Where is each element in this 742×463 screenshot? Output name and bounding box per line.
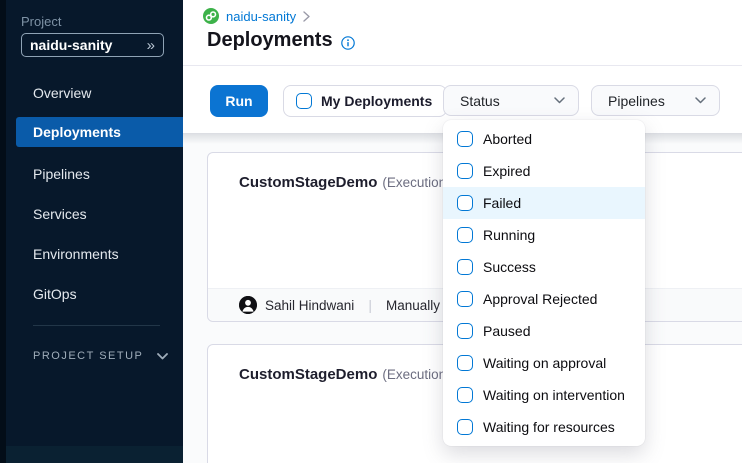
- page-header: naidu-sanity Deployments: [183, 0, 742, 66]
- sidebar-item-pipelines[interactable]: Pipelines: [33, 166, 90, 182]
- sidebar-divider: [33, 325, 160, 326]
- project-setup-toggle[interactable]: PROJECT SETUP: [33, 350, 169, 362]
- checkbox-icon[interactable]: [457, 419, 473, 435]
- status-filter-label: Status: [460, 92, 500, 109]
- module-rail: [0, 0, 6, 463]
- status-option-failed[interactable]: Failed: [443, 187, 645, 219]
- chevron-right-icon: [303, 10, 310, 22]
- status-option-approval-rejected[interactable]: Approval Rejected: [443, 283, 645, 315]
- execution-title: CustomStageDemo (Execution Id: [239, 366, 461, 384]
- sidebar-item-services[interactable]: Services: [33, 206, 87, 222]
- checkbox-icon[interactable]: [457, 227, 473, 243]
- cd-module-icon: [203, 8, 219, 24]
- status-option-paused[interactable]: Paused: [443, 315, 645, 347]
- page-title: Deployments: [207, 29, 333, 51]
- checkbox-icon[interactable]: [457, 355, 473, 371]
- checkbox-icon[interactable]: [457, 131, 473, 147]
- project-setup-label: PROJECT SETUP: [33, 350, 144, 362]
- pipelines-filter-dropdown[interactable]: Pipelines: [591, 85, 720, 116]
- checkbox-icon[interactable]: [457, 323, 473, 339]
- status-option-waiting-on-intervention[interactable]: Waiting on intervention: [443, 379, 645, 411]
- status-filter-menu: Aborted Expired Failed Running Success A…: [443, 120, 645, 446]
- pipeline-name-link[interactable]: CustomStageDemo: [239, 366, 378, 383]
- execution-title: CustomStageDemo (Execution Id: [239, 174, 461, 192]
- project-label: Project: [21, 14, 62, 29]
- chevron-down-icon: [554, 97, 565, 104]
- status-option-success[interactable]: Success: [443, 251, 645, 283]
- my-deployments-label: My Deployments: [321, 93, 433, 109]
- pipeline-name-link[interactable]: CustomStageDemo: [239, 174, 378, 191]
- sidebar-footer: [6, 446, 183, 463]
- execution-id-text: (Execution Id: [382, 175, 462, 190]
- user-avatar-icon: [239, 296, 257, 314]
- project-selector[interactable]: naidu-sanity »: [21, 33, 164, 57]
- my-deployments-toggle[interactable]: My Deployments: [283, 85, 448, 117]
- checkbox-icon[interactable]: [457, 259, 473, 275]
- separator: |: [368, 297, 372, 313]
- breadcrumb: naidu-sanity: [203, 8, 310, 24]
- my-deployments-checkbox[interactable]: [296, 93, 312, 109]
- checkbox-icon[interactable]: [457, 387, 473, 403]
- chevron-down-icon: [157, 352, 169, 360]
- sidebar-item-overview[interactable]: Overview: [33, 85, 92, 101]
- status-option-expired[interactable]: Expired: [443, 155, 645, 187]
- status-option-waiting-on-approval[interactable]: Waiting on approval: [443, 347, 645, 379]
- chevron-down-icon: [695, 97, 706, 104]
- project-name: naidu-sanity: [30, 37, 113, 53]
- breadcrumb-project-link[interactable]: naidu-sanity: [226, 8, 297, 24]
- sidebar-item-environments[interactable]: Environments: [33, 246, 119, 262]
- checkbox-icon[interactable]: [457, 163, 473, 179]
- run-button[interactable]: Run: [210, 85, 268, 117]
- checkbox-icon[interactable]: [457, 195, 473, 211]
- sidebar-item-gitops[interactable]: GitOps: [33, 286, 77, 302]
- status-option-running[interactable]: Running: [443, 219, 645, 251]
- status-option-aborted[interactable]: Aborted: [443, 123, 645, 155]
- checkbox-icon[interactable]: [457, 291, 473, 307]
- info-icon[interactable]: [340, 35, 355, 50]
- pipelines-filter-label: Pipelines: [608, 92, 665, 109]
- project-sidebar: Project naidu-sanity » Overview Deployme…: [0, 0, 183, 463]
- status-option-waiting-for-resources[interactable]: Waiting for resources: [443, 411, 645, 443]
- triggered-by: Sahil Hindwani: [265, 297, 355, 313]
- execution-id-text: (Execution Id: [382, 367, 462, 382]
- double-chevron-right-icon[interactable]: »: [146, 36, 155, 54]
- status-filter-dropdown[interactable]: Status: [443, 85, 579, 116]
- sidebar-item-deployments[interactable]: Deployments: [16, 117, 183, 147]
- trigger-type: Manually: [385, 297, 440, 313]
